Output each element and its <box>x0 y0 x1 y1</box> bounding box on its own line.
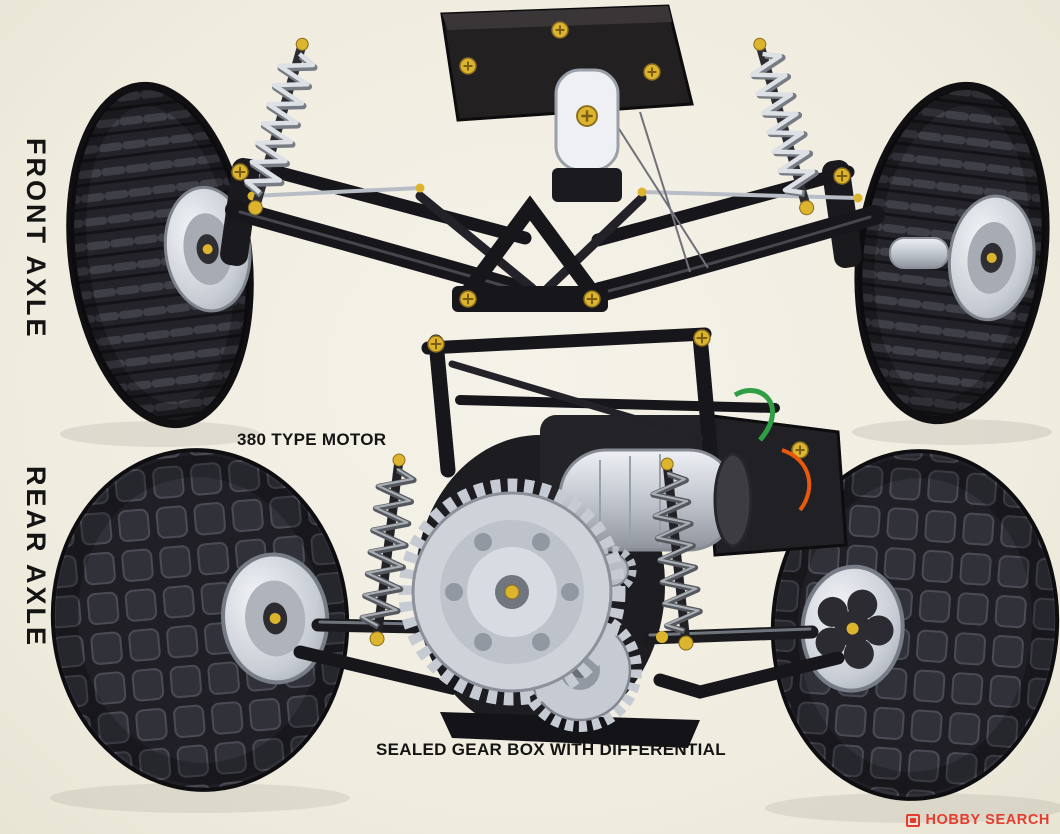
front-left-shock <box>244 37 318 216</box>
hobbysearch-logo-icon <box>906 813 921 827</box>
rear-right-shock <box>650 457 703 651</box>
right-steering-knuckle <box>822 160 862 268</box>
axle-nut <box>846 622 859 635</box>
servo-saver <box>552 68 709 273</box>
tire-shadow <box>765 793 1060 823</box>
front-right-tire <box>854 81 1050 425</box>
antenna-wire <box>611 111 709 273</box>
hobbysearch-watermark: HOBBY SEARCH <box>906 812 1050 828</box>
axle-nut <box>986 252 997 263</box>
right-axle-stub <box>889 237 949 269</box>
front-axle-illustration <box>60 4 1052 447</box>
rear-left-tire <box>50 448 350 792</box>
steering-rod <box>250 186 422 198</box>
motor-endbell <box>713 452 753 548</box>
rear-axle-label: REAR AXLE <box>21 466 51 649</box>
hobbysearch-watermark-text: HOBBY SEARCH <box>925 812 1050 828</box>
front-right-shock <box>749 37 819 216</box>
rear-shock-tower <box>421 327 780 478</box>
front-axle-label: FRONT AXLE <box>21 138 51 340</box>
chassis-plate <box>452 286 608 312</box>
motor-wire-green <box>733 388 775 442</box>
tire-shadow <box>50 783 350 813</box>
steering-rod <box>640 190 860 200</box>
gearbox-label: SEALED GEAR BOX WITH DIFFERENTIAL <box>376 740 726 759</box>
axle-nut <box>269 612 281 624</box>
motor-type-label: 380 TYPE MOTOR <box>237 430 387 449</box>
tire-shadow <box>60 421 260 447</box>
receiver-box <box>440 4 694 122</box>
rear-left-shock <box>359 453 417 647</box>
main-spur-gear <box>398 478 626 706</box>
rear-axle-illustration <box>50 327 1060 823</box>
differential-gears <box>398 478 642 732</box>
axle-nut <box>202 244 213 255</box>
tire-shadow <box>852 419 1052 445</box>
motor-wire-orange <box>781 448 812 512</box>
